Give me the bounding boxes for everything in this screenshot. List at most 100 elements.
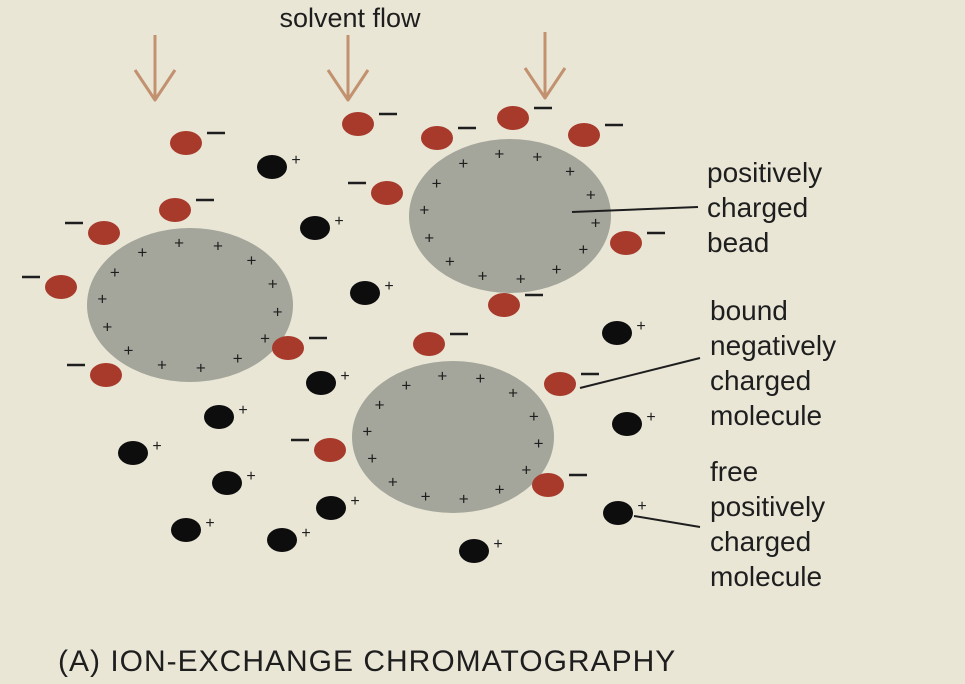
positive-molecule-dot (459, 539, 489, 563)
bead-plus-charge: + (367, 449, 377, 468)
bead-plus-charge: + (196, 359, 206, 378)
bead-plus-charge: + (273, 302, 283, 321)
bead-plus-charge: + (233, 349, 243, 368)
plus-sign: + (301, 525, 310, 542)
negative-molecule-dot (371, 181, 403, 205)
positive-molecule-dot (257, 155, 287, 179)
plus-sign: + (238, 402, 247, 419)
bead-plus-charge: + (445, 252, 455, 271)
bead-plus-charge: + (516, 270, 526, 289)
bead-plus-charge: + (268, 275, 278, 294)
bead-plus-charge: + (478, 267, 488, 286)
plus-sign: + (334, 213, 343, 230)
bead-plus-charge: + (174, 234, 184, 253)
bound-label-line-2: negatively (710, 330, 836, 361)
bead-plus-charge: + (508, 384, 518, 403)
negative-molecule-dot (497, 106, 529, 130)
negative-molecule-dot (532, 473, 564, 497)
bead-plus-charge: + (110, 263, 120, 282)
bead-plus-charge: + (459, 490, 469, 509)
plus-sign: + (152, 438, 161, 455)
bead-plus-charge: + (424, 229, 434, 248)
negative-molecule-dot (610, 231, 642, 255)
negative-molecule-dot (159, 198, 191, 222)
free-label-line-2: positively (710, 491, 825, 522)
negative-molecule-dot (272, 336, 304, 360)
negative-molecule-dot (421, 126, 453, 150)
negative-molecule-dot (314, 438, 346, 462)
bead-plus-charge: + (213, 236, 223, 255)
bead-plus-charge: + (437, 367, 447, 386)
positive-molecule-dot (204, 405, 234, 429)
positive-molecule-dot (316, 496, 346, 520)
plus-sign: + (493, 536, 502, 553)
bead-label-line-2: charged (707, 192, 808, 223)
bead-plus-charge: + (495, 480, 505, 499)
positive-molecule-dot (306, 371, 336, 395)
plus-sign: + (646, 409, 655, 426)
bead-plus-charge: + (591, 213, 601, 232)
bead-plus-charge: + (586, 186, 596, 205)
free-label-line-3: charged (710, 526, 811, 557)
negative-molecule-dot (568, 123, 600, 147)
figure-caption: (A) ION-EXCHANGE CHROMATOGRAPHY (58, 645, 676, 678)
negative-molecule-dot (170, 131, 202, 155)
negative-molecule-dot (45, 275, 77, 299)
bead-body (352, 361, 554, 513)
bead-plus-charge: + (375, 396, 385, 415)
bead-plus-charge: + (137, 243, 147, 262)
bead-plus-charge: + (362, 422, 372, 441)
bead-label-line-1: positively (707, 157, 822, 188)
negative-molecule-dot (413, 332, 445, 356)
free-label-line-1: free (710, 456, 758, 487)
plus-sign: + (246, 468, 255, 485)
bound-label-line-3: charged (710, 365, 811, 396)
negative-molecule-dot (88, 221, 120, 245)
positive-molecule-dot (300, 216, 330, 240)
positive-molecule-dot (603, 501, 633, 525)
negative-molecule-dot (488, 293, 520, 317)
bead-plus-charge: + (494, 145, 504, 164)
bead-label-line-3: bead (707, 227, 769, 258)
positively-charged-bead: ++++++++++++++ (352, 361, 554, 513)
positive-molecule-dot (350, 281, 380, 305)
plus-sign: + (350, 493, 359, 510)
bead-body (409, 139, 611, 293)
bead-plus-charge: + (552, 260, 562, 279)
bound-label-line-1: bound (710, 295, 788, 326)
bead-plus-charge: + (578, 240, 588, 259)
positive-molecule-dot (267, 528, 297, 552)
plus-sign: + (291, 152, 300, 169)
positively-charged-bead: ++++++++++++++ (409, 139, 611, 293)
bead-plus-charge: + (102, 318, 112, 337)
bead-plus-charge: + (157, 356, 167, 375)
solvent-flow-label: solvent flow (279, 3, 421, 33)
bead-plus-charge: + (260, 329, 270, 348)
bead-plus-charge: + (521, 460, 531, 479)
positive-molecule-dot (212, 471, 242, 495)
bead-plus-charge: + (529, 407, 539, 426)
positive-molecule-dot (612, 412, 642, 436)
negative-molecule-dot (342, 112, 374, 136)
positive-molecule-dot (118, 441, 148, 465)
positive-molecule-dot (171, 518, 201, 542)
plus-sign: + (384, 278, 393, 295)
bead-plus-charge: + (458, 154, 468, 173)
bead-plus-charge: + (421, 487, 431, 506)
bead-plus-charge: + (97, 290, 107, 309)
plus-sign: + (340, 368, 349, 385)
bead-plus-charge: + (419, 201, 429, 220)
negative-molecule-dot (544, 372, 576, 396)
bead-plus-charge: + (534, 434, 544, 453)
bead-plus-charge: + (388, 472, 398, 491)
bead-plus-charge: + (401, 376, 411, 395)
free-label-line-4: molecule (710, 561, 822, 592)
negative-molecule-dot (90, 363, 122, 387)
bead-plus-charge: + (247, 251, 257, 270)
bead-plus-charge: + (565, 162, 575, 181)
plus-sign: + (637, 498, 646, 515)
bead-plus-charge: + (432, 174, 442, 193)
bead-body (87, 228, 293, 382)
bead-plus-charge: + (475, 369, 485, 388)
